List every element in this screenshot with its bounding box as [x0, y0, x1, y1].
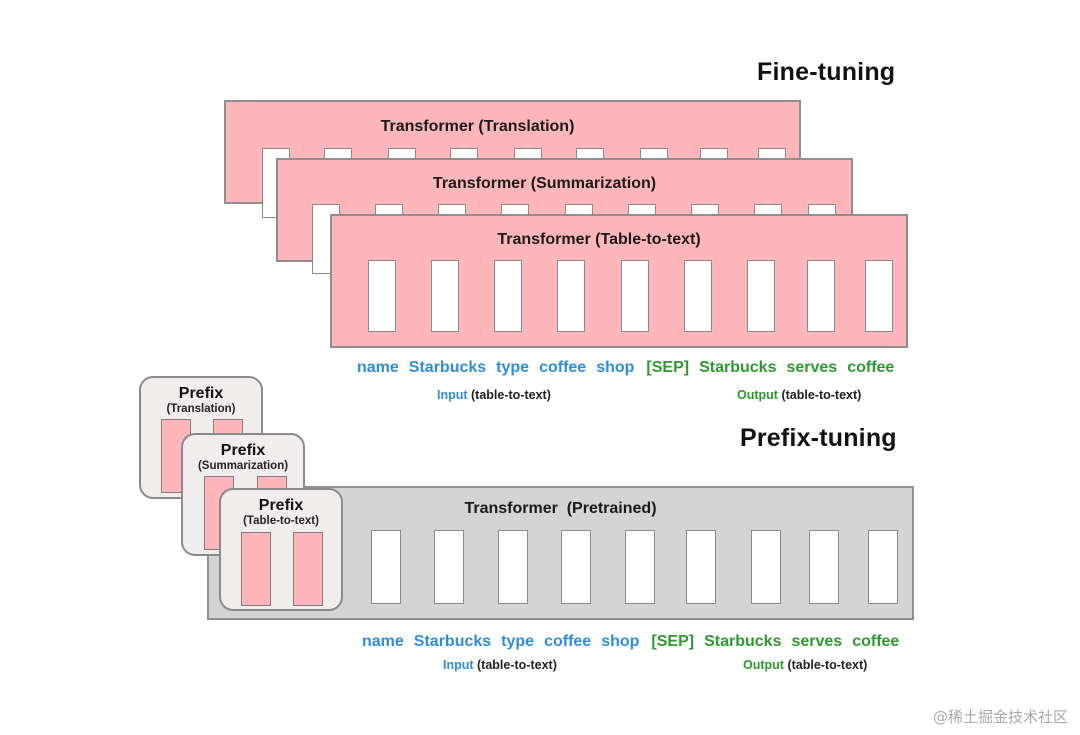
output-caption-rest: (table-to-text)	[783, 658, 868, 672]
token-slot	[868, 530, 898, 604]
input-token: name	[362, 633, 404, 650]
prefix-slot	[293, 532, 323, 606]
input-token: shop	[596, 359, 635, 376]
prefix-table-to-text-card: Prefix (Table-to-text)	[219, 488, 343, 611]
token-slot	[751, 530, 781, 604]
input-caption-word: Input	[443, 658, 474, 672]
input-token: coffee	[539, 359, 587, 376]
prefixtuning-token-row: name Starbucks type coffee shop [SEP] Starbuck…	[362, 633, 909, 651]
output-token: [SEP]	[646, 359, 690, 376]
prefix-subtitle: (Table-to-text)	[243, 515, 319, 527]
output-token: [SEP]	[651, 633, 695, 650]
input-caption-rest: (table-to-text)	[467, 388, 551, 402]
token-slot	[557, 260, 585, 332]
output-token: Starbucks	[699, 359, 777, 376]
token-slot	[434, 530, 464, 604]
prefix-subtitle: (Summarization)	[197, 460, 289, 472]
token-slot	[431, 260, 459, 332]
input-token: type	[496, 359, 530, 376]
prefixtuning-output-caption: Output (table-to-text)	[743, 658, 867, 672]
input-token: coffee	[544, 633, 592, 650]
finetuning-title: Fine-tuning	[757, 58, 896, 86]
token-slot	[494, 260, 522, 332]
transformer-table-to-text-label: Transformer (Table-to-text)	[497, 231, 701, 248]
prefix-title: Prefix	[258, 497, 304, 514]
output-caption-rest: (table-to-text)	[777, 388, 862, 402]
output-token: serves	[786, 359, 838, 376]
transformer-summarization-label: Transformer (Summarization)	[432, 175, 657, 192]
token-slot	[865, 260, 893, 332]
finetuning-input-caption: Input (table-to-text)	[437, 388, 551, 402]
transformer-pretrained-label: Transformer (Pretrained)	[464, 500, 657, 517]
output-token: serves	[791, 633, 843, 650]
token-slot	[686, 530, 716, 604]
token-slot	[498, 530, 528, 604]
output-token: coffee	[847, 359, 895, 376]
prefix-title: Prefix	[178, 385, 224, 402]
prefixtuning-input-caption: Input (table-to-text)	[443, 658, 557, 672]
prefix-title: Prefix	[220, 442, 266, 459]
prefixtuning-title: Prefix-tuning	[740, 424, 897, 452]
input-caption-rest: (table-to-text)	[473, 658, 557, 672]
prefix-subtitle: (Translation)	[166, 403, 236, 415]
finetuning-output-caption: Output (table-to-text)	[737, 388, 861, 402]
watermark: @稀土掘金技术社区	[932, 708, 1068, 726]
output-caption-word: Output	[737, 388, 778, 402]
token-slot	[621, 260, 649, 332]
transformer-table-to-text-box: Transformer (Table-to-text)	[330, 214, 908, 348]
transformer-translation-label: Transformer (Translation)	[380, 118, 575, 135]
token-slot	[809, 530, 839, 604]
output-token: coffee	[852, 633, 900, 650]
token-slot	[684, 260, 712, 332]
token-slot	[747, 260, 775, 332]
token-slot	[371, 530, 401, 604]
input-token: type	[501, 633, 535, 650]
token-slot	[807, 260, 835, 332]
input-token: shop	[601, 633, 640, 650]
input-token: Starbucks	[413, 633, 492, 650]
input-token: name	[357, 359, 399, 376]
token-slot	[625, 530, 655, 604]
prefix-slot	[241, 532, 271, 606]
input-token: Starbucks	[408, 359, 487, 376]
token-slot	[561, 530, 591, 604]
input-caption-word: Input	[437, 388, 468, 402]
finetuning-token-row: name Starbucks type coffee shop [SEP] Starbuck…	[357, 359, 904, 377]
output-token: Starbucks	[704, 633, 782, 650]
output-caption-word: Output	[743, 658, 784, 672]
token-slot	[368, 260, 396, 332]
